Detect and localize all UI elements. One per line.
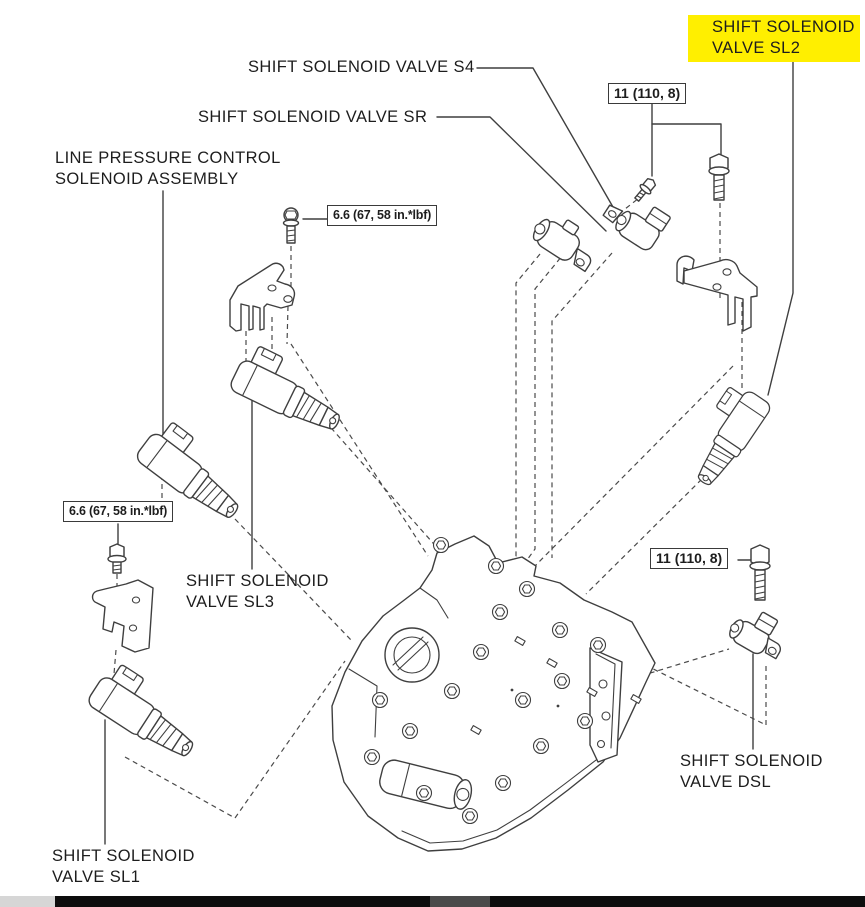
label-shift-solenoid-valve-sr: SHIFT SOLENOID VALVE SR [198,107,427,128]
shift-solenoid-valve-dsl-part [729,611,782,660]
bottom-edge-bar-light-segment [0,896,55,907]
bolt-icon-mid-left [107,543,127,574]
label-line: SHIFT SOLENOID [712,18,855,36]
label-shift-solenoid-valve-sl1: SHIFT SOLENOID VALVE SL1 [52,846,195,888]
label-shift-solenoid-valve-s4: SHIFT SOLENOID VALVE S4 [248,57,475,78]
label-line: VALVE SL3 [186,593,275,611]
shift-solenoid-valve-sl3-part [227,341,354,440]
label-line: VALVE SL2 [712,39,801,57]
bracket-sl1 [91,579,154,653]
torque-spec-box-bottom-right: 11 (110, 8) [650,548,729,569]
torque-spec-box-mid-left: 6.6 (67, 58 in.*lbf) [63,501,174,522]
torque-spec-box-top: 11 (110, 8) [608,83,687,104]
bracket-sl2 [676,255,758,332]
bolt-icon-bottom-right [749,544,771,601]
shift-solenoid-valve-s4-part [602,204,671,251]
label-line: SHIFT SOLENOID VALVE SR [198,108,428,126]
shift-solenoid-valve-sl2-part [676,379,774,492]
label-line: VALVE SL1 [52,868,141,886]
bottom-edge-bar-gray-segment [430,896,490,907]
label-line: SHIFT SOLENOID VALVE S4 [248,58,475,76]
label-line: VALVE DSL [680,773,772,791]
transmission-valve-body [331,535,656,852]
label-line-pressure-control-solenoid-assembly: LINE PRESSURE CONTROL SOLENOID ASSEMBLY [55,148,281,190]
label-shift-solenoid-valve-dsl: SHIFT SOLENOID VALVE DSL [680,751,823,793]
label-line: SHIFT SOLENOID [680,752,823,770]
label-line: SOLENOID ASSEMBLY [55,170,239,188]
label-line: SHIFT SOLENOID [52,847,195,865]
leader-lines [104,60,794,845]
label-line: LINE PRESSURE CONTROL [55,149,281,167]
alignment-dashed-lines [112,193,767,819]
label-shift-solenoid-valve-sl3: SHIFT SOLENOID VALVE SL3 [186,571,329,613]
bolt-icon-small-top [634,178,657,202]
torque-spec-box-upper-left: 6.6 (67, 58 in.*lbf) [327,205,438,226]
shift-solenoid-valve-sr-part [532,218,592,273]
bolt-icon-top [708,153,730,201]
label-shift-solenoid-valve-sl2: SHIFT SOLENOID VALVE SL2 [688,15,860,62]
bracket-sl3 [229,262,296,332]
bottom-edge-bar [0,896,865,907]
label-line: SHIFT SOLENOID [186,572,329,590]
shift-solenoid-valve-sl1-part [85,658,211,766]
bolt-icon-upper-left [282,207,300,244]
